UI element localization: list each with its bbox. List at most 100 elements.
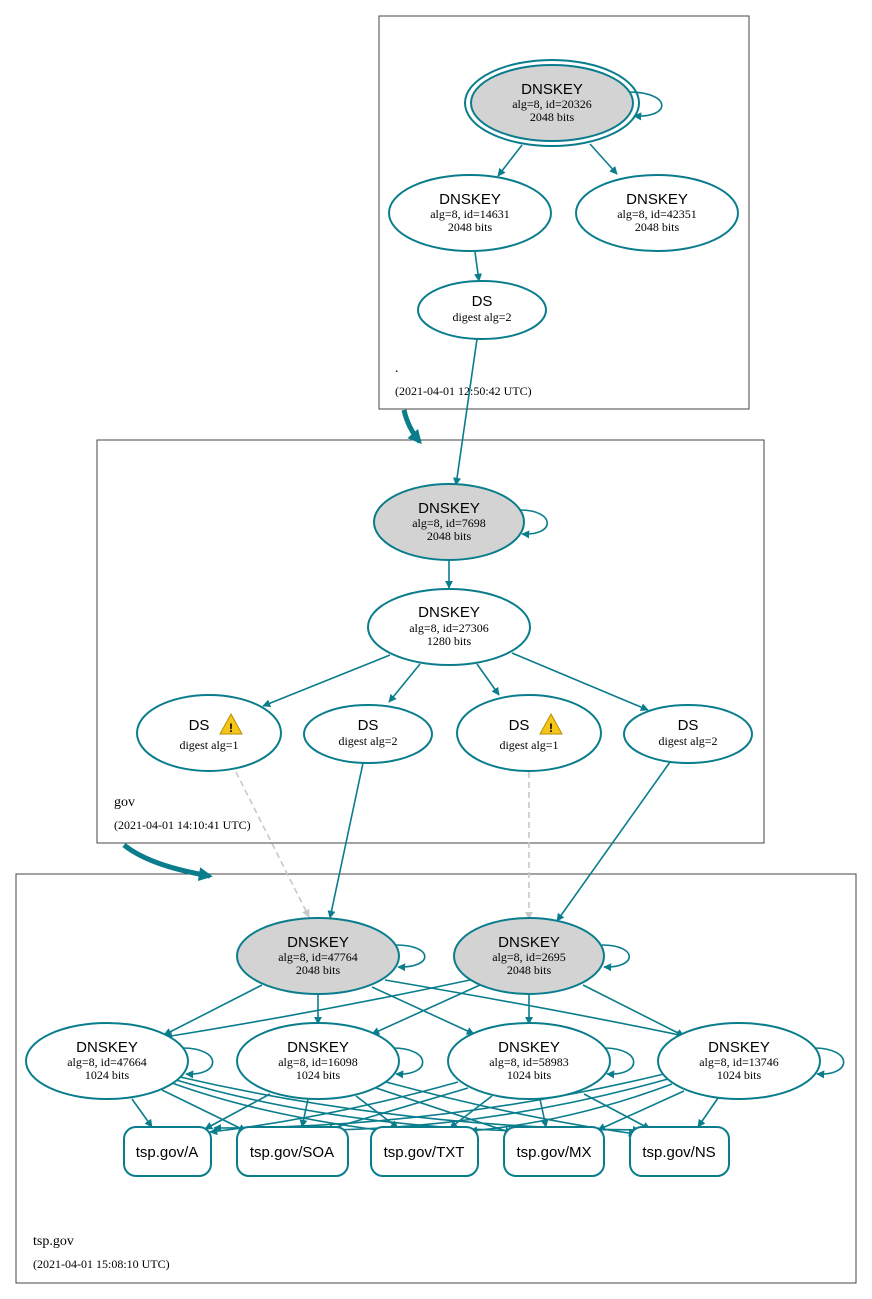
warning-icon: ! [539,712,563,735]
edge-tsp-ksk1-self [395,944,426,972]
node-shape [447,1022,611,1100]
edge-gov-ds1-to-tsp-ksk1 [235,771,310,918]
rrset-label: tsp.gov/SOA [250,1144,334,1161]
node-gov-zsk[interactable]: DNSKEY alg=8, id=27306 1280 bits [367,588,531,666]
edge-zsk2-to-mx [375,1087,513,1135]
node-key-info: alg=8, id=7698 [412,516,486,530]
node-gov-ds-4[interactable]: DS digest alg=2 [623,704,753,764]
node-key-info: alg=8, id=58983 [489,1055,569,1069]
zone-tsp-gov-timestamp: (2021-04-01 15:08:10 UTC) [33,1257,170,1271]
node-root-ds[interactable]: DS digest alg=2 [417,280,547,340]
edges [131,91,845,1137]
rrset-label: tsp.gov/TXT [384,1144,465,1161]
edge-zsk2-to-soa [299,1098,309,1128]
node-key-size: 2048 bits [530,110,575,124]
edge-root-ksk-to-zsk1 [497,144,523,177]
node-title: DNSKEY [418,604,480,621]
node-title: DNSKEY [498,1039,560,1056]
rrset-box [503,1126,605,1177]
node-title: DNSKEY [287,1039,349,1056]
node-shape [456,694,602,772]
node-tsp-zsk-13746[interactable]: DNSKEY alg=8, id=13746 1024 bits [657,1022,821,1100]
node-key-info: alg=8, id=20326 [512,97,592,111]
node-gov-ds-2[interactable]: DS digest alg=2 [303,704,433,764]
rrset-label: tsp.gov/MX [516,1144,591,1161]
edge-zsk3-to-txt [449,1095,493,1129]
zone-tsp-gov-name: tsp.gov [33,1234,74,1249]
edge-zsk2-to-a [204,1093,271,1130]
node-key-size: 1024 bits [85,1068,130,1082]
delegation-arrow-root-to-gov [401,409,422,445]
rrset-ns[interactable]: tsp.gov/NS [629,1126,730,1177]
node-title: DNSKEY [287,934,349,951]
zone-root: . (2021-04-01 12:50:42 UTC) [378,15,750,410]
node-root-zsk-42351[interactable]: DNSKEY alg=8, id=42351 2048 bits [575,174,739,252]
zone-gov-name: gov [114,795,135,810]
node-tsp-zsk-47664[interactable]: DNSKEY alg=8, id=47664 1024 bits [25,1022,189,1100]
edge-root-ksk-self [627,91,663,121]
node-title: DNSKEY [708,1039,770,1056]
rrset-box [370,1126,479,1177]
edge-zsk1-to-a [131,1098,153,1128]
edge-tsp-ksk2-self [601,944,631,972]
node-key-info: alg=8, id=47664 [67,1055,147,1069]
node-key-info: alg=8, id=42351 [617,207,697,221]
node-shape [236,917,400,995]
rrset-label: tsp.gov/NS [642,1144,715,1161]
edge-tsp-zsk2-self [392,1047,424,1079]
edge-root-ds-to-gov-ksk [453,338,478,486]
edge-gov-zsk-to-ds2 [388,663,421,703]
rrset-txt[interactable]: tsp.gov/TXT [370,1126,479,1177]
node-shape [417,280,547,340]
node-gov-ksk[interactable]: DNSKEY alg=8, id=7698 2048 bits [373,483,525,561]
zone-tsp-gov-box [15,873,857,1284]
node-gov-ds-3[interactable]: DS ! digest alg=1 [456,694,602,772]
node-key-size: 1280 bits [427,634,472,648]
node-title: DNSKEY [76,1039,138,1056]
edge-tsp-zsk4-self [813,1047,845,1079]
edge-root-ksk-to-zsk2 [589,143,618,175]
node-title: DNSKEY [498,934,560,951]
node-root-ksk-shape [470,64,634,142]
node-root-zsk-14631[interactable]: DNSKEY alg=8, id=14631 2048 bits [388,174,552,252]
edge-tsp-ksk2-to-zsk4 [582,984,685,1037]
rrset-mx[interactable]: tsp.gov/MX [503,1126,605,1177]
node-root-ksk[interactable]: DNSKEY alg=8, id=20326 2048 bits [464,59,640,147]
node-tsp-ksk-2695[interactable]: DNSKEY alg=8, id=2695 2048 bits [453,917,605,995]
edge-zsk3-to-mx [539,1098,549,1128]
node-shape [373,483,525,561]
zone-root-name: . [395,361,399,376]
zone-root-box [378,15,750,410]
rrset-a[interactable]: tsp.gov/A [123,1126,212,1177]
node-key-info: alg=8, id=16098 [278,1055,358,1069]
node-digest-info: digest alg=2 [338,734,397,748]
node-shape [367,588,531,666]
node-root-ksk-outer-ring [464,59,640,147]
node-tsp-zsk-16098[interactable]: DNSKEY alg=8, id=16098 1024 bits [236,1022,400,1100]
zone-root-timestamp: (2021-04-01 12:50:42 UTC) [395,384,532,398]
zone-gov: gov (2021-04-01 14:10:41 UTC) [96,439,765,844]
rrset-box [123,1126,212,1177]
node-gov-ds-1[interactable]: DS ! digest alg=1 [136,694,282,772]
warning-icon: ! [219,712,243,735]
node-key-info: alg=8, id=47764 [278,950,358,964]
node-shape [388,174,552,252]
edge-zsk1-to-soa [161,1089,247,1132]
rrset-label: tsp.gov/A [136,1144,199,1161]
node-tsp-ksk-47764[interactable]: DNSKEY alg=8, id=47764 2048 bits [236,917,400,995]
edge-tsp-ksk1-to-zsk1 [163,984,263,1036]
node-key-size: 2048 bits [507,963,552,977]
node-key-size: 2048 bits [635,220,680,234]
node-shape [575,174,739,252]
node-shape [236,1022,400,1100]
node-tsp-zsk-58983[interactable]: DNSKEY alg=8, id=58983 1024 bits [447,1022,611,1100]
node-title: DS [189,717,210,734]
edge-gov-zsk-to-ds3 [476,663,500,696]
rrset-soa[interactable]: tsp.gov/SOA [236,1126,349,1177]
rrset-box [629,1126,730,1177]
edge-zsk3-to-ns [583,1093,651,1130]
rrset-box [236,1126,349,1177]
zone-gov-timestamp: (2021-04-01 14:10:41 UTC) [114,818,251,832]
node-title: DS [472,293,493,310]
